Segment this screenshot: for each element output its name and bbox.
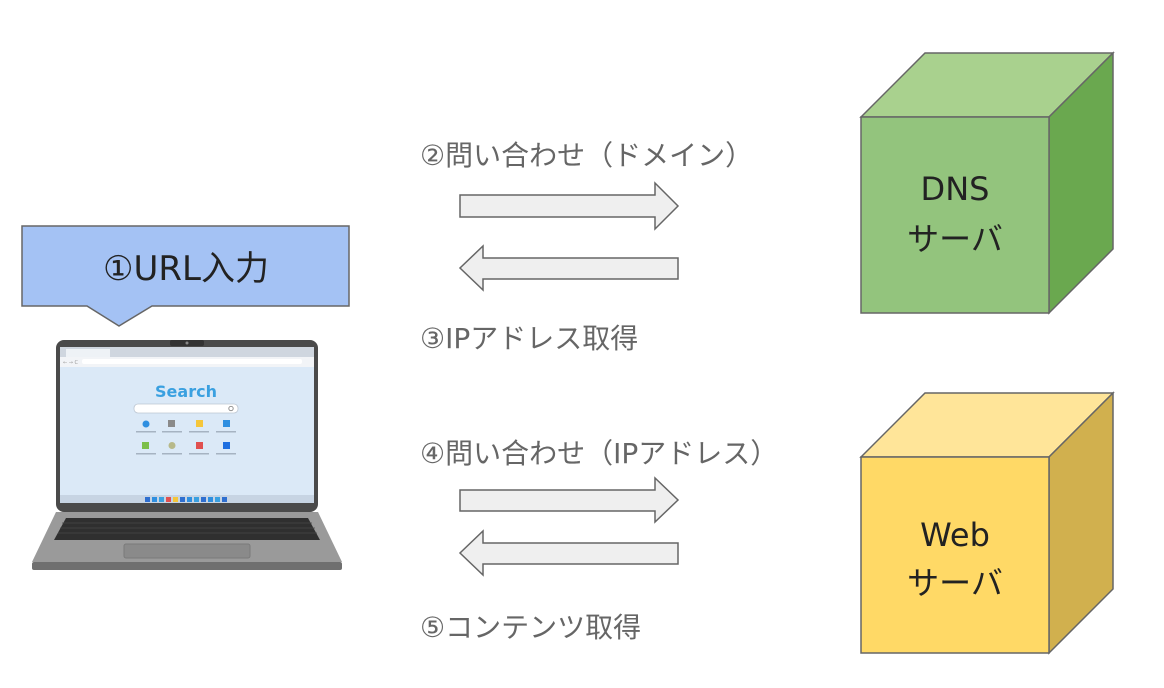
step2-label: ②問い合わせ（ドメイン） — [420, 139, 753, 172]
arrow-left-ip-address — [458, 244, 679, 292]
arrow-right-query-ip — [459, 476, 680, 524]
browser-tab-bar — [60, 347, 314, 357]
search-icon — [228, 405, 234, 412]
step3-label: ③IPアドレス取得 — [420, 322, 638, 355]
arrow-left-content — [458, 529, 679, 577]
url-input-callout: ①URL入力 — [21, 225, 350, 327]
web-server-cube: Web サーバ — [859, 391, 1115, 655]
svg-text:← → C: ← → C — [63, 360, 79, 366]
step5-label: ⑤コンテンツ取得 — [420, 611, 641, 644]
laptop-screen — [60, 347, 314, 503]
dns-server-label-line1: DNS — [921, 170, 990, 208]
search-logo: Search — [155, 382, 217, 401]
step4-label: ④問い合わせ（IPアドレス） — [420, 437, 778, 470]
touchpad — [123, 543, 251, 559]
dns-server-cube: DNS サーバ — [859, 51, 1115, 315]
web-server-label-line1: Web — [920, 516, 990, 554]
callout-shape — [21, 225, 350, 327]
dns-cube-front — [860, 116, 1050, 314]
arrow-right-query-domain — [459, 181, 680, 231]
keyboard — [54, 518, 320, 540]
shortcut-grid — [136, 420, 236, 455]
web-cube-front — [860, 456, 1050, 654]
search-box — [133, 403, 239, 414]
web-server-label-line2: サーバ — [907, 564, 1003, 602]
laptop-icon: ← → C Search — [32, 340, 342, 570]
callout-label: ①URL入力 — [103, 249, 269, 289]
dns-server-label-line2: サーバ — [907, 220, 1003, 258]
